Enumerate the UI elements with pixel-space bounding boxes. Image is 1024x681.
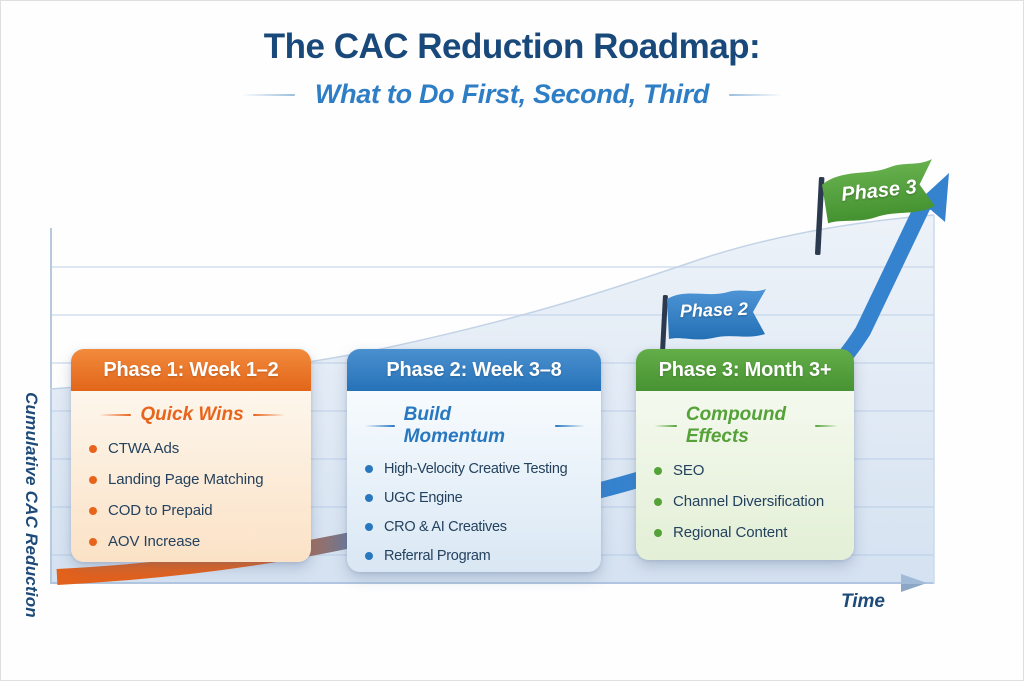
flag-cloth (822, 159, 935, 224)
list-item-label: Regional Content (673, 524, 788, 541)
phase-2-header: Phase 2: Week 3–8 (347, 349, 601, 391)
list-item-label: UGC Engine (384, 490, 463, 506)
phase-3-list: SEO Channel Diversification Regional Con… (654, 462, 838, 541)
list-item: Referral Program (365, 548, 585, 564)
list-item: SEO (654, 462, 838, 479)
flag-phase-3: Phase 3 (807, 157, 947, 261)
x-axis-arrow-icon (901, 574, 927, 592)
list-item: CTWA Ads (89, 440, 295, 457)
list-item-label: Landing Page Matching (108, 471, 264, 488)
bullet-dot-icon (89, 444, 97, 453)
bullet-dot-icon (365, 465, 373, 473)
flag-phase-2: Phase 2 (654, 283, 776, 363)
list-item-label: High-Velocity Creative Testing (384, 461, 568, 477)
subtitle-row: What to Do First, Second, Third (1, 79, 1023, 110)
list-item: CRO & AI Creatives (365, 519, 585, 535)
subtitle-rule-left (240, 93, 295, 96)
bullet-dot-icon (89, 475, 97, 484)
list-item: COD to Prepaid (89, 502, 295, 519)
page-title: The CAC Reduction Roadmap: (263, 27, 761, 66)
list-item: Channel Diversification (654, 493, 838, 510)
list-item: Landing Page Matching (89, 471, 295, 488)
subtitle-rule-right (729, 93, 784, 96)
y-axis-label: Cumulative CAC Reduction (22, 392, 41, 618)
phase-3-card: Phase 3: Month 3+ Compound Effects SEO C… (636, 349, 854, 560)
bullet-dot-icon (365, 552, 373, 560)
bullet-dot-icon (89, 537, 97, 546)
list-item-label: CTWA Ads (108, 440, 180, 457)
phase-3-tagline: Compound Effects (654, 404, 838, 448)
flag-cloth (667, 289, 766, 340)
phase-2-card: Phase 2: Week 3–8 Build Momentum High-Ve… (347, 349, 601, 572)
list-item-label: Channel Diversification (673, 493, 825, 510)
flag-pole (814, 176, 825, 255)
list-item: Regional Content (654, 524, 838, 541)
list-item: UGC Engine (365, 490, 585, 506)
bullet-dot-icon (365, 494, 373, 502)
phase-1-header: Phase 1: Week 1–2 (71, 349, 311, 391)
phase-3-body: Compound Effects SEO Channel Diversifica… (636, 391, 854, 560)
bullet-dot-icon (89, 506, 97, 515)
phase-1-card: Phase 1: Week 1–2 Quick Wins CTWA Ads La… (71, 349, 311, 562)
phase-1-list: CTWA Ads Landing Page Matching COD to Pr… (89, 440, 295, 550)
list-item-label: CRO & AI Creatives (384, 519, 507, 535)
flag-pole (659, 294, 668, 361)
list-item-label: SEO (673, 462, 705, 479)
bullet-dot-icon (654, 528, 662, 537)
phase-2-tagline: Build Momentum (365, 404, 585, 448)
header: The CAC Reduction Roadmap: What to Do Fi… (1, 27, 1023, 110)
list-item-label: AOV Increase (108, 533, 201, 550)
bullet-dot-icon (654, 497, 662, 506)
x-axis-label: Time (841, 591, 886, 612)
page-subtitle: What to Do First, Second, Third (314, 79, 710, 109)
list-item-label: COD to Prepaid (108, 502, 213, 519)
list-item-label: Referral Program (384, 548, 491, 564)
phase-1-body: Quick Wins CTWA Ads Landing Page Matchin… (71, 391, 311, 562)
bullet-dot-icon (654, 466, 662, 475)
bullet-dot-icon (365, 523, 373, 531)
list-item: AOV Increase (89, 533, 295, 550)
list-item: High-Velocity Creative Testing (365, 461, 585, 477)
phase-1-tagline: Quick Wins (89, 404, 295, 426)
phase-2-list: High-Velocity Creative Testing UGC Engin… (365, 461, 585, 564)
phase-2-body: Build Momentum High-Velocity Creative Te… (347, 391, 601, 572)
flag-phase-2-label: Phase 2 (679, 298, 749, 322)
phase-3-header: Phase 3: Month 3+ (636, 349, 854, 391)
